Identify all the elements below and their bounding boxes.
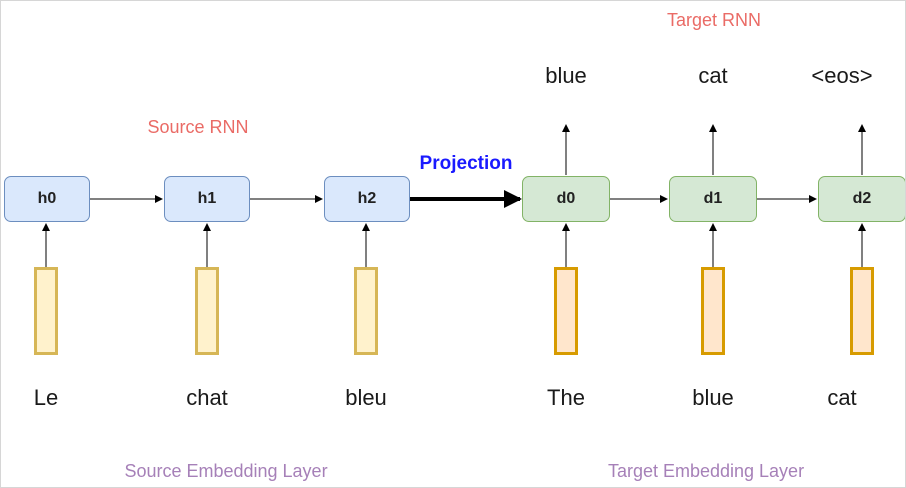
source-input-word: Le <box>33 385 59 410</box>
projection-label: Projection <box>419 153 513 174</box>
source-embedding-bar <box>354 267 378 355</box>
decoder-output-word: <eos> <box>811 63 873 88</box>
decoder-node-d0[interactable]: d0 <box>522 176 610 222</box>
source-rnn-label: Source RNN <box>147 117 249 137</box>
decoder-output-word: cat <box>698 63 728 88</box>
decoder-node-d1[interactable]: d1 <box>669 176 757 222</box>
source-embedding-label: Source Embedding Layer <box>124 461 328 481</box>
target-embedding-bar <box>701 267 725 355</box>
encoder-node-h0[interactable]: h0 <box>4 176 90 222</box>
decoder-output-word: blue <box>545 63 587 88</box>
source-input-word: chat <box>186 385 228 410</box>
target-embedding-bar <box>554 267 578 355</box>
target-input-word: blue <box>692 385 734 410</box>
source-input-word: bleu <box>345 385 387 410</box>
source-embedding-bar <box>195 267 219 355</box>
encoder-node-h2[interactable]: h2 <box>324 176 410 222</box>
encoder-node-h1[interactable]: h1 <box>164 176 250 222</box>
target-rnn-label: Target RNN <box>666 10 762 30</box>
decoder-node-d2[interactable]: d2 <box>818 176 905 222</box>
target-input-word: cat <box>827 385 857 410</box>
target-embedding-label: Target Embedding Layer <box>607 461 805 481</box>
target-embedding-bar <box>850 267 874 355</box>
target-input-word: The <box>547 385 585 410</box>
source-embedding-bar <box>34 267 58 355</box>
